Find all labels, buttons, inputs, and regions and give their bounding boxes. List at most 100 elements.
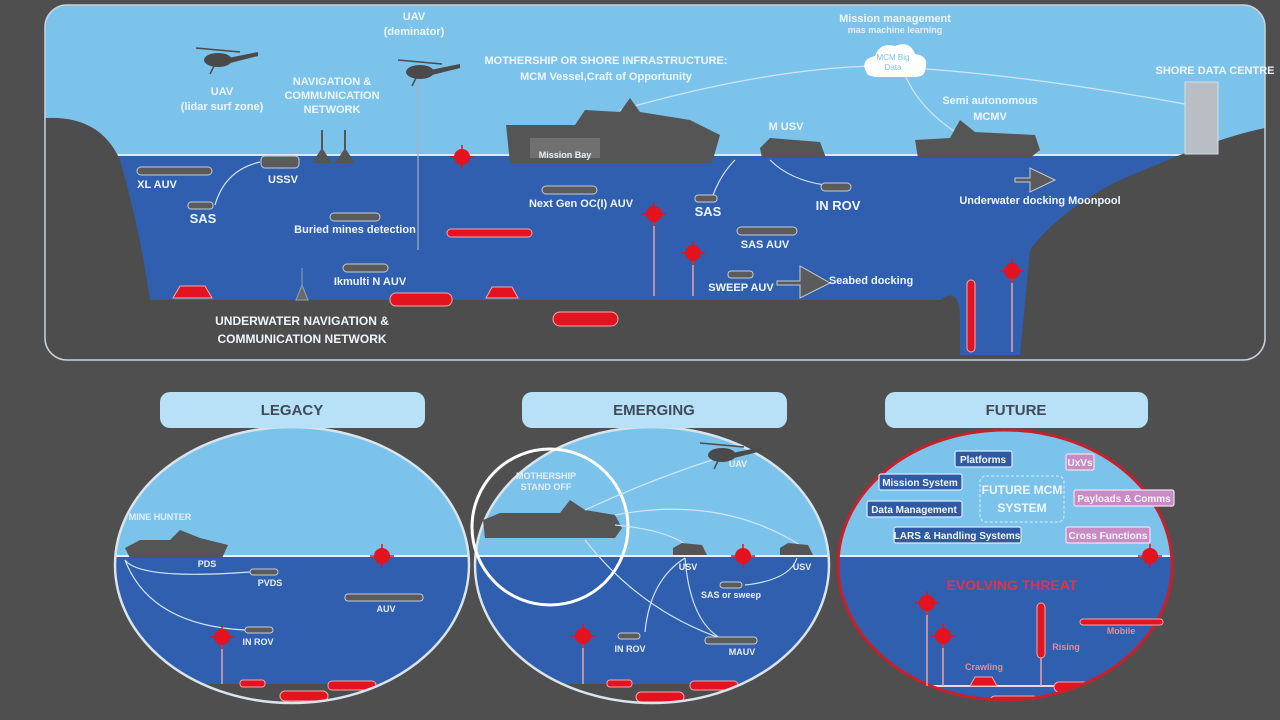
sas-icon xyxy=(719,581,743,589)
ussv-icon xyxy=(260,155,300,169)
uav-deminator-label-1: UAV xyxy=(403,11,426,23)
underwater-nav-label-1: UNDERWATER NAVIGATION & xyxy=(215,314,389,328)
crawling-mine-icon xyxy=(969,676,998,687)
emerging-title-pill xyxy=(522,392,787,428)
mission-management-sublabel: mas machine learning xyxy=(848,25,943,35)
usv-icon xyxy=(780,543,813,555)
link-line xyxy=(584,539,721,639)
m-usv-label: M USV xyxy=(769,121,805,133)
cloud-icon xyxy=(864,44,927,78)
link-line xyxy=(614,508,801,546)
mothership-icon xyxy=(483,500,622,538)
tether-line xyxy=(644,557,686,633)
in-rov-icon xyxy=(244,626,274,634)
nav-network-label-1: NAVIGATION & xyxy=(293,76,371,88)
payloads-comms-label: Payloads & Comms xyxy=(1077,494,1171,505)
mauv-icon xyxy=(704,636,758,645)
mission-bay xyxy=(530,138,600,158)
auv-label: AUV xyxy=(376,604,395,614)
seabed-docking-label: Seabed docking xyxy=(829,275,913,287)
payloads-comms-box xyxy=(1073,489,1175,507)
xl-auv-icon xyxy=(136,166,213,176)
future-center-label-1: FUTURE MCM xyxy=(982,483,1063,497)
mission-system-box xyxy=(878,473,963,491)
semi-autonomous-label-2: MCMV xyxy=(973,111,1007,123)
future-title-pill xyxy=(885,392,1148,428)
ikmulti-auv-icon xyxy=(342,263,389,273)
tether-line xyxy=(124,559,246,631)
tether-line xyxy=(744,557,798,586)
buried-mines-label: Buried mines detection xyxy=(294,224,416,236)
usv-right-label: USV xyxy=(793,562,812,572)
mauv-label: MAUV xyxy=(729,647,756,657)
top-panel-border xyxy=(44,4,1266,361)
seabed-docking-icon xyxy=(776,265,832,299)
bottom-mine-icon xyxy=(389,292,453,307)
buried-mine-icon xyxy=(552,311,619,327)
sas-sweep-label: SAS or sweep xyxy=(701,590,762,600)
ikmulti-auv-label: Ikmulti N AUV xyxy=(334,276,407,288)
tether-line xyxy=(214,161,261,206)
platforms-box xyxy=(954,450,1013,468)
mission-bay-label: Mission Bay xyxy=(539,150,592,160)
mission-system-label: Mission System xyxy=(882,478,958,489)
underwater-beacon-icon xyxy=(295,268,309,301)
future-title: FUTURE xyxy=(986,402,1047,419)
m-usv-icon xyxy=(760,138,826,158)
sas-left-label: SAS xyxy=(190,211,217,226)
mothership-label-2: MCM Vessel,Craft of Opportunity xyxy=(520,71,693,83)
link-line xyxy=(584,459,713,511)
rising-mine-icon xyxy=(966,279,976,353)
buried-mines-auv-icon xyxy=(329,212,381,222)
mine-hunter-icon xyxy=(125,530,228,558)
uxvs-box xyxy=(1065,453,1095,471)
usv-icon xyxy=(673,543,707,555)
sas-auv-label: SAS AUV xyxy=(741,239,790,251)
next-gen-auv-icon xyxy=(541,185,598,195)
pvds-label: PVDS xyxy=(258,578,283,588)
emerging-panel: MOTHERSHIP STAND OFF UAV USV USV SAS or … xyxy=(470,425,831,705)
rising-label: Rising xyxy=(1052,642,1080,652)
nav-network-label-3: NETWORK xyxy=(304,104,361,116)
tow-line xyxy=(124,559,251,575)
mobile-mine-icon xyxy=(1079,618,1164,626)
crawling-mine-icon xyxy=(172,285,213,299)
seabed xyxy=(45,117,1265,360)
sas-right-label: SAS xyxy=(695,204,722,219)
mobile-mine-icon xyxy=(446,228,533,238)
data-management-label: Data Management xyxy=(871,505,957,516)
underwater-docking-label: Underwater docking Moonpool xyxy=(959,195,1120,207)
evolving-threat-label: EVOLVING THREAT xyxy=(947,577,1078,593)
in-rov-icon xyxy=(617,632,641,640)
in-rov-label: IN ROV xyxy=(614,644,645,654)
in-rov-icon xyxy=(820,182,852,192)
in-rov-label: IN ROV xyxy=(242,637,273,647)
mothership-label-1: MOTHERSHIP OR SHORE INFRASTRUCTURE: xyxy=(484,55,727,67)
legacy-title: LEGACY xyxy=(261,402,324,419)
shore-data-centre-label: SHORE DATA CENTRE xyxy=(1156,65,1275,77)
future-panel: FUTURE MCM SYSTEM Platforms Mission Syst… xyxy=(836,428,1175,702)
xl-auv-label: XL AUV xyxy=(137,179,177,191)
sas-auv-icon xyxy=(736,226,798,236)
underwater-nav-label-2: COMMUNICATION NETWORK xyxy=(217,332,386,346)
buoy-icon xyxy=(335,130,355,163)
sas-icon xyxy=(694,194,718,203)
mothership-label-1: MOTHERSHIP xyxy=(516,471,576,481)
lars-handling-box xyxy=(893,526,1022,544)
pvds-icon xyxy=(249,568,279,576)
sweep-auv-label: SWEEP AUV xyxy=(708,282,774,294)
rising-mine-icon xyxy=(1036,602,1046,659)
mission-management-label: Mission management xyxy=(839,13,951,25)
cross-functions-label: Cross Functions xyxy=(1069,531,1148,542)
platforms-label: Platforms xyxy=(960,455,1007,466)
lars-handling-label: LARS & Handling Systems xyxy=(894,531,1021,542)
pds-label: PDS xyxy=(198,559,217,569)
uav-lidar-label-1: UAV xyxy=(211,86,234,98)
data-management-box xyxy=(866,500,963,518)
future-center-label-2: SYSTEM xyxy=(997,501,1046,515)
big-data-label-1: MCM Big xyxy=(877,53,910,62)
mobile-label: Mobile xyxy=(1107,626,1136,636)
cross-functions-box xyxy=(1065,526,1151,544)
mothership-label-2: STAND OFF xyxy=(521,482,572,492)
